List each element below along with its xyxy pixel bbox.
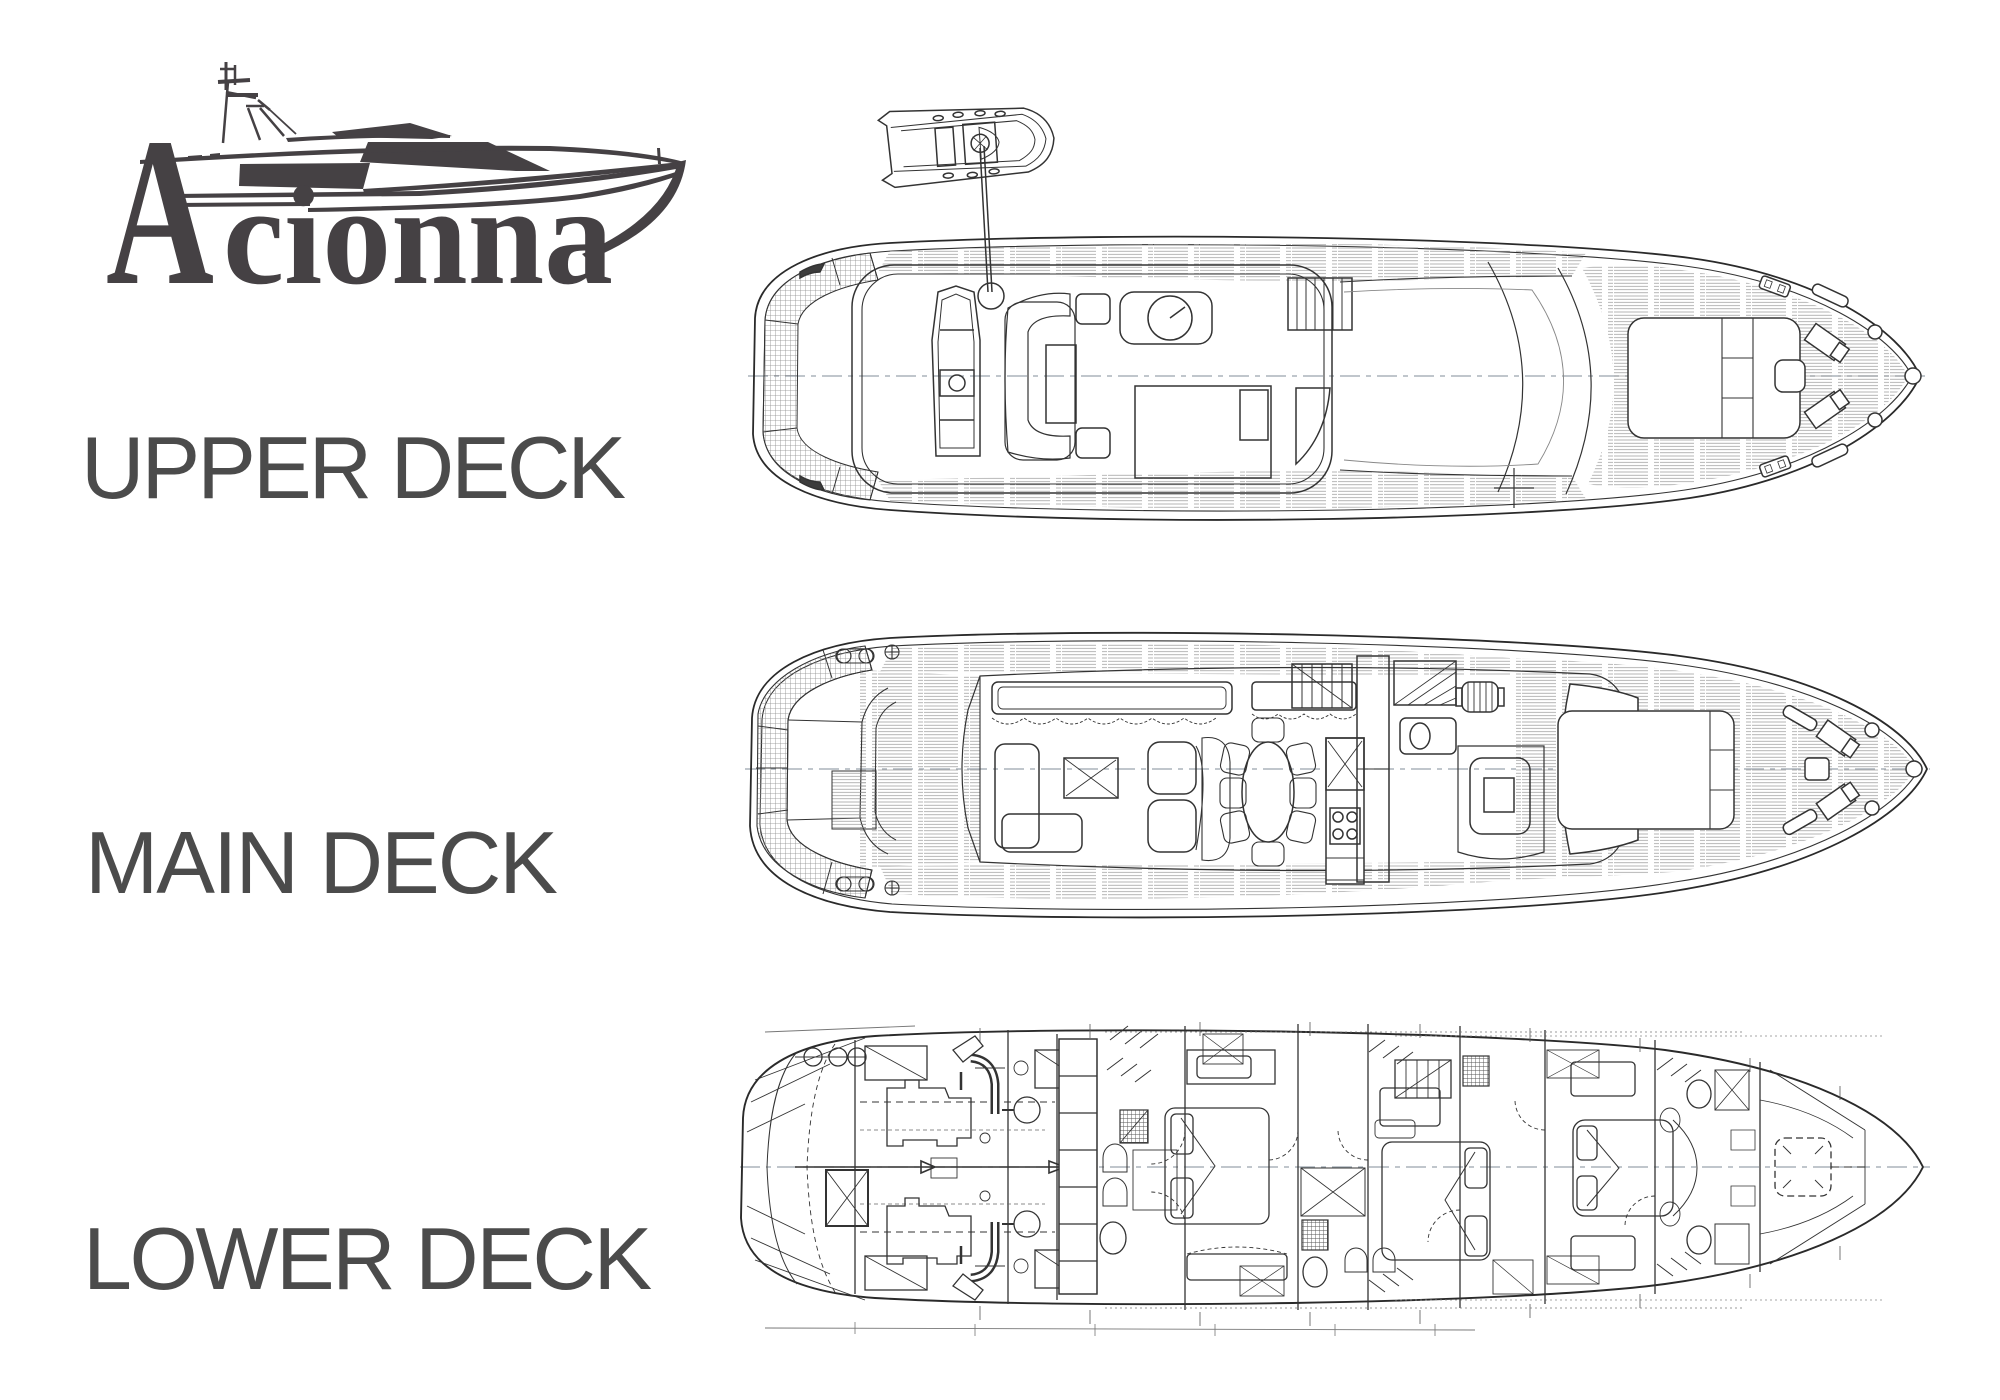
svg-text:cionna: cionna <box>223 158 613 310</box>
svg-text:A: A <box>106 94 214 310</box>
